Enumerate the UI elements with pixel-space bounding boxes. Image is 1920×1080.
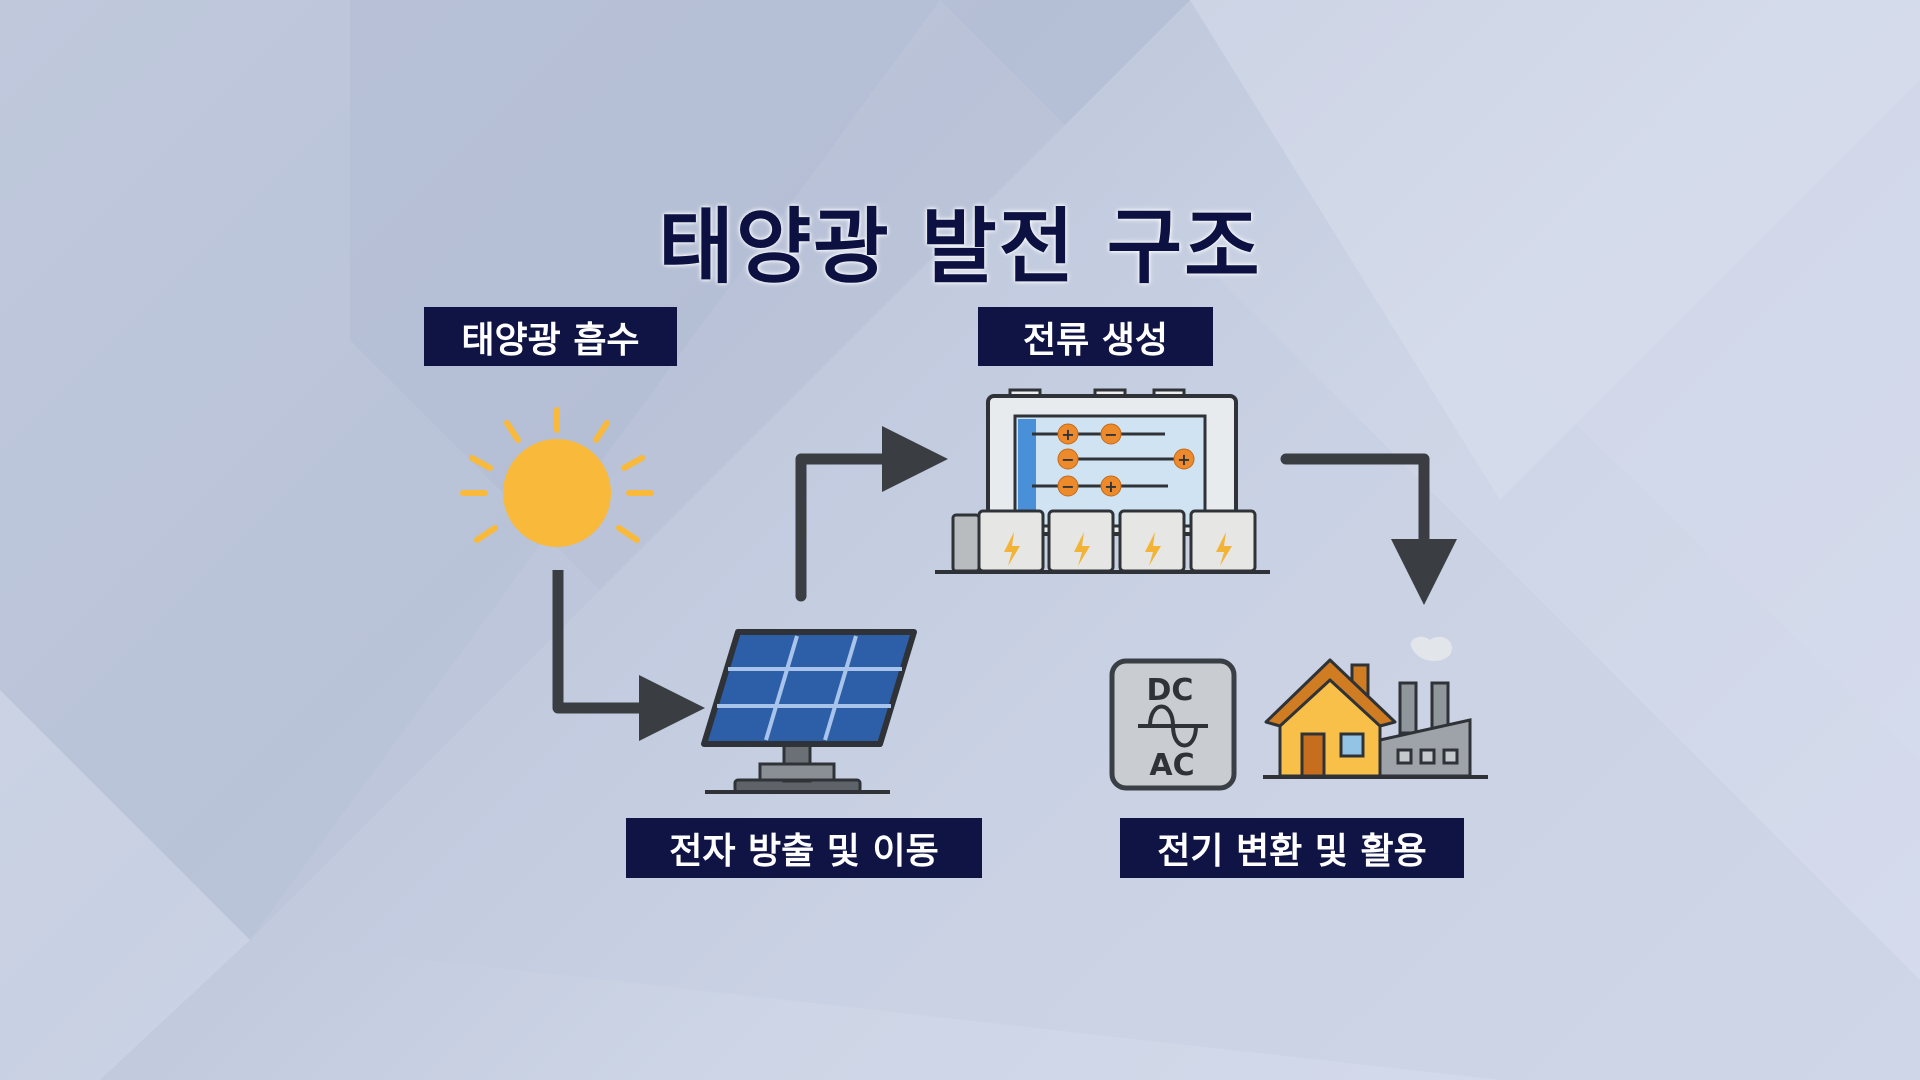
- solar-panel-icon: [701, 629, 917, 794]
- inverter-dc-label: DC: [1147, 673, 1194, 708]
- svg-text:+: +: [1177, 450, 1190, 469]
- svg-text:−: −: [1061, 450, 1074, 469]
- battery-storage-icon: + − − + − +: [935, 388, 1270, 574]
- svg-text:+: +: [1104, 477, 1117, 496]
- step-label-conversion-usage: 전기 변환 및 활용: [1120, 818, 1464, 878]
- arrow-battery-to-usage: [1280, 453, 1457, 605]
- sun-icon: [460, 407, 654, 547]
- step-label-current-generation: 전류 생성: [978, 307, 1213, 366]
- house-factory-icon: [1263, 636, 1488, 779]
- svg-text:−: −: [1104, 425, 1117, 444]
- arrow-sun-to-panel: [552, 570, 705, 741]
- svg-text:+: +: [1061, 425, 1074, 444]
- inverter-dc-ac-icon: [1109, 658, 1237, 791]
- page-title: 태양광 발전 구조: [658, 200, 1262, 295]
- inverter-ac-label: AC: [1149, 748, 1194, 783]
- svg-text:−: −: [1061, 477, 1074, 496]
- step-label-sun-absorption: 태양광 흡수: [424, 307, 677, 366]
- arrow-panel-to-battery: [795, 426, 948, 602]
- step-label-electron-emission: 전자 방출 및 이동: [626, 818, 982, 878]
